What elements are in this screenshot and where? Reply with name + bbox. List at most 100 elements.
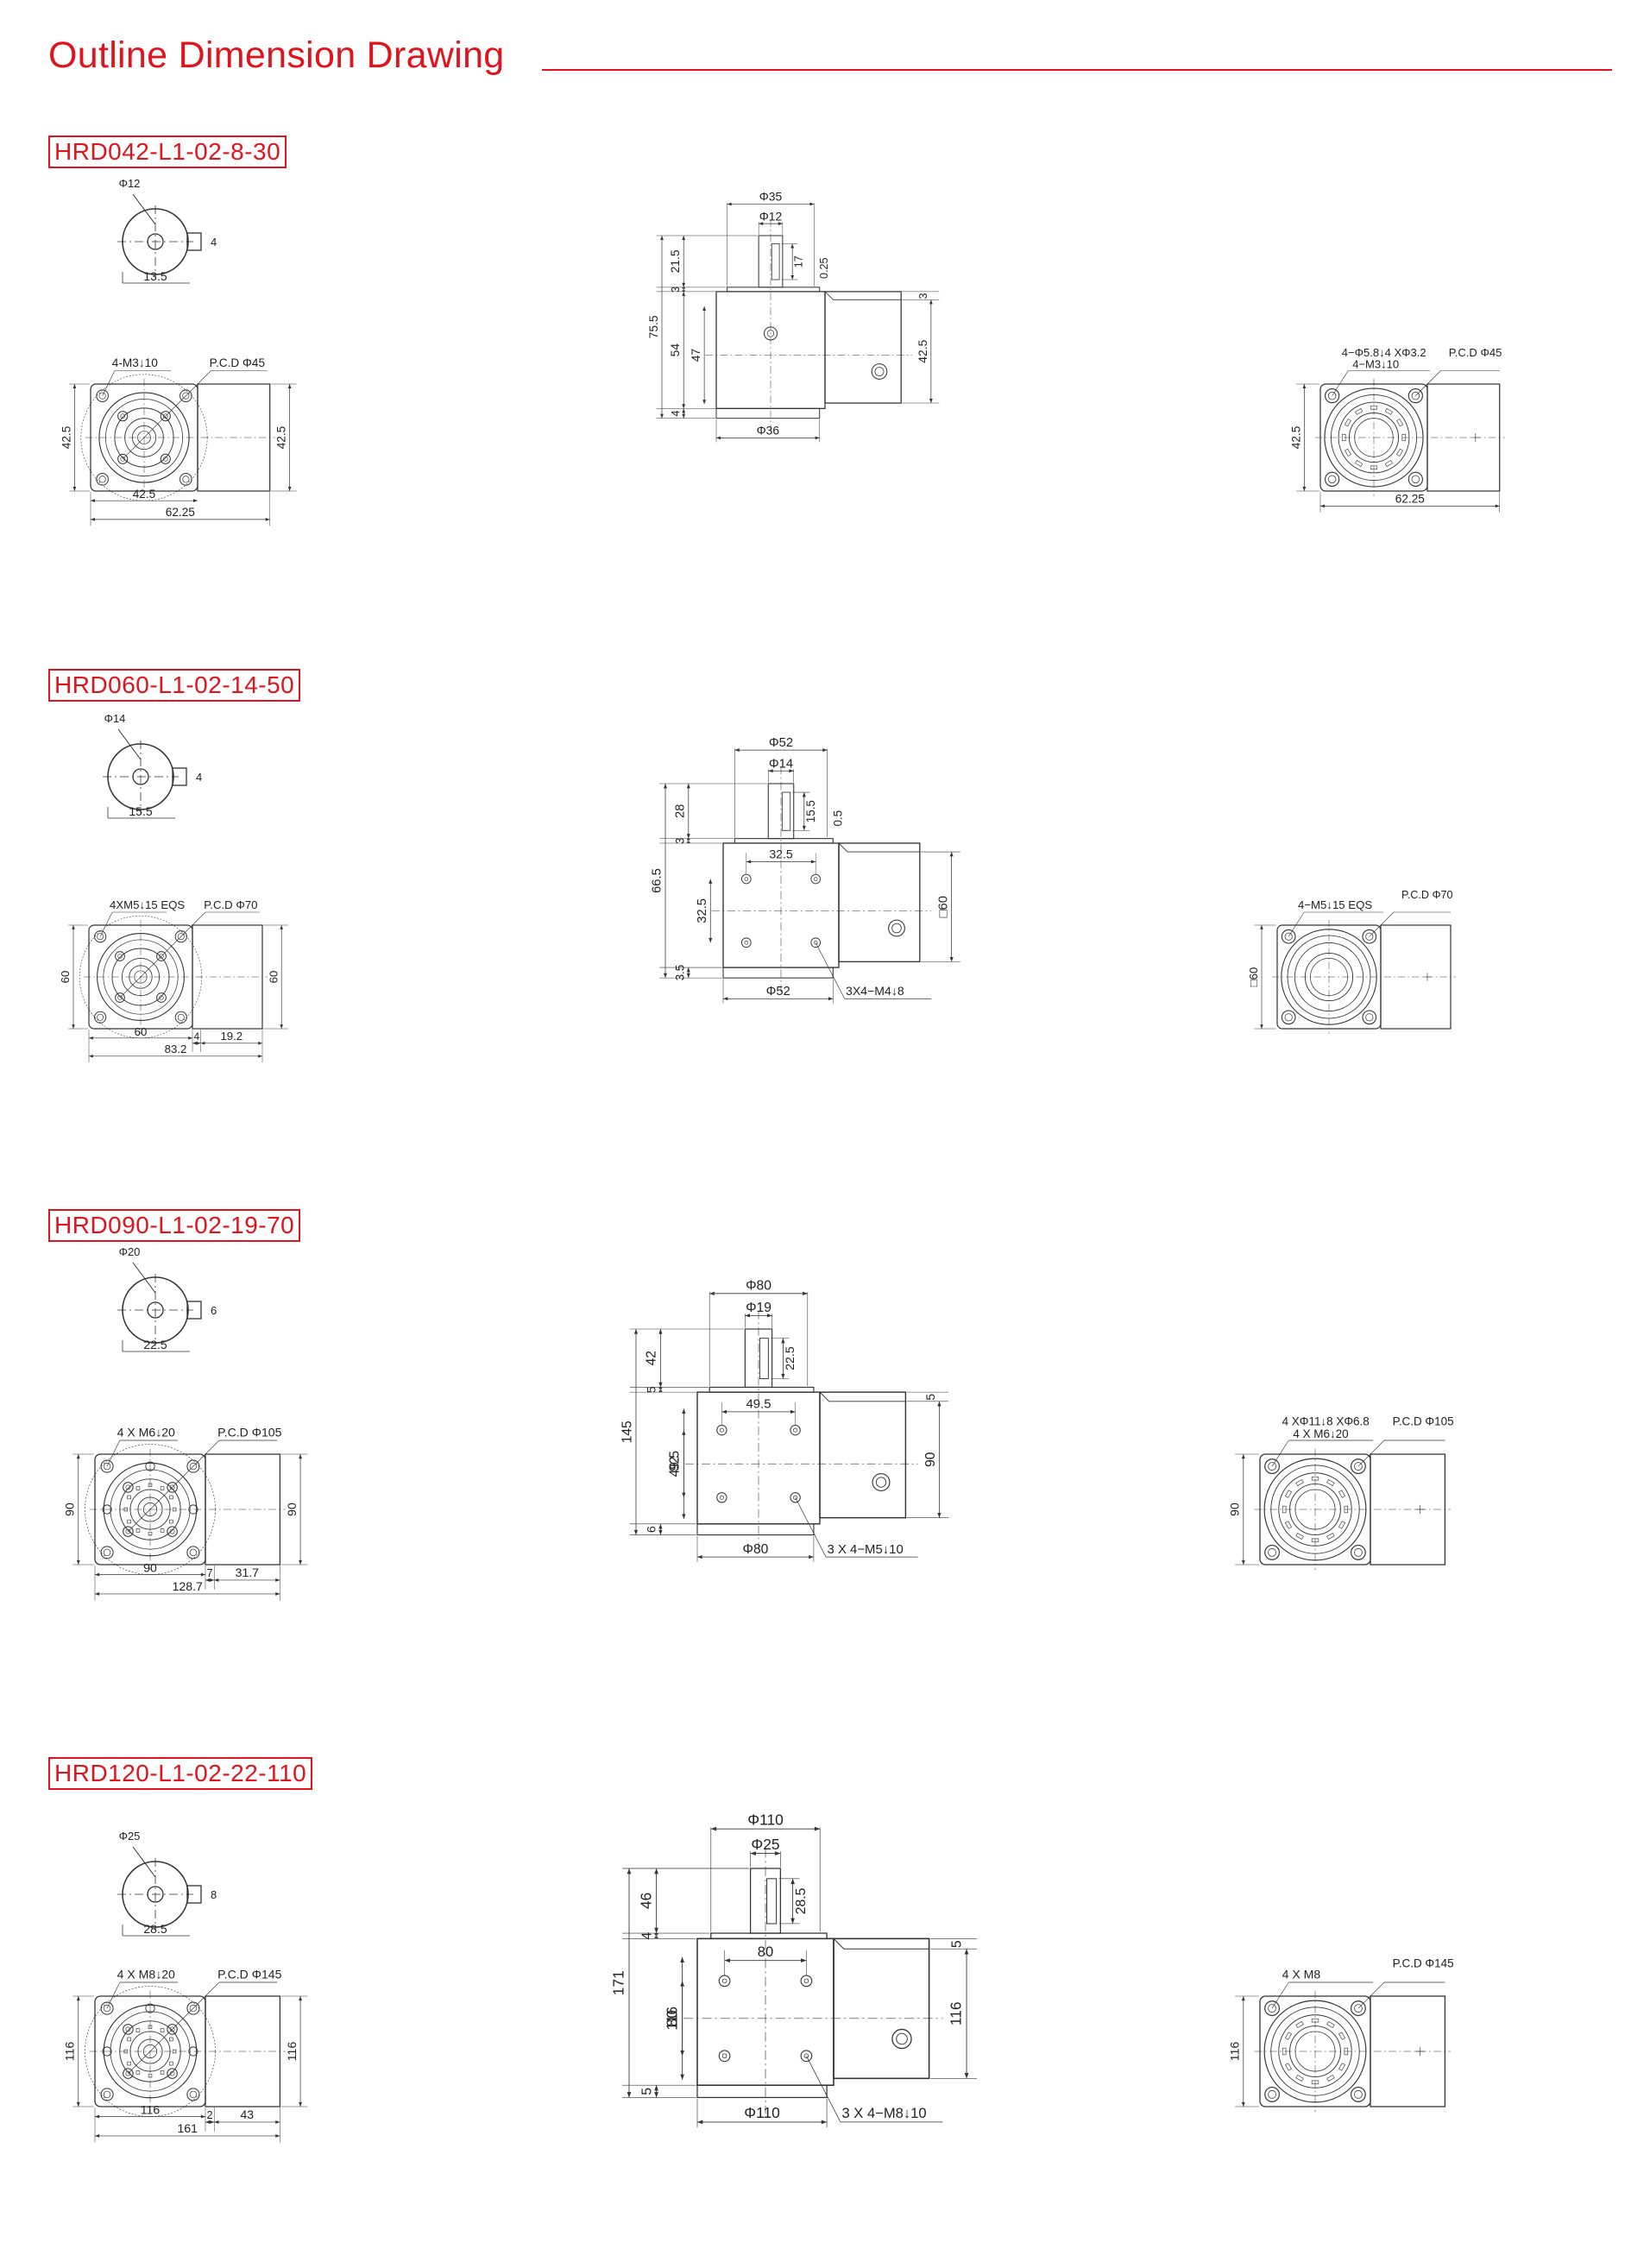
dimension-label: 145: [620, 1421, 634, 1443]
dimension-label: Φ14: [104, 712, 126, 725]
model-label-hrd090: HRD090-L1-02-19-70: [48, 1209, 301, 1242]
dimension-label: 4XM5↓15 EQS: [110, 898, 185, 911]
dimension-label: 4: [211, 236, 217, 249]
dimension-label: 15.5: [129, 804, 152, 818]
dimension-label: 90: [923, 1452, 938, 1467]
dimension-label: 171: [610, 1970, 627, 1995]
dimension-label: 4 X M8↓20: [117, 1968, 175, 1981]
dimension-label: 5: [924, 1394, 938, 1401]
dimension-label: Φ25: [119, 1830, 141, 1843]
dimension-label: 42.5: [916, 339, 929, 362]
dimension-label: Φ20: [119, 1245, 141, 1258]
dimension-label: 6: [211, 1304, 217, 1317]
model-label-hrd042: HRD042-L1-02-8-30: [48, 135, 287, 168]
dimension-label: Φ52: [766, 985, 790, 999]
dimension-label: 22.5: [143, 1338, 167, 1351]
dimension-label: 116: [141, 2102, 161, 2116]
dimension-label: □60: [936, 896, 950, 917]
dimension-label: 4 XΦ11↓8 XΦ6.8: [1282, 1415, 1370, 1428]
dimension-label: 116: [63, 2042, 77, 2062]
dimension-label: 3X4−M4↓8: [846, 984, 904, 998]
dimension-label: 47: [689, 349, 702, 362]
dimension-label: 13.5: [143, 269, 167, 283]
dimension-label: P.C.D Φ105: [217, 1426, 282, 1440]
dimension-label: Φ19: [746, 1301, 771, 1315]
dimension-label: 90: [63, 1503, 77, 1516]
dimension-label: 116: [1228, 2042, 1242, 2062]
dimension-label: 6: [646, 1526, 659, 1533]
dimension-label: 43: [240, 2107, 254, 2121]
model-label-hrd060: HRD060-L1-02-14-50: [48, 669, 301, 702]
dimension-label: 28.5: [794, 1887, 809, 1914]
dimension-label: 0.5: [831, 810, 844, 827]
dimension-label: 60: [267, 971, 280, 984]
dimension-label: 2: [207, 2108, 213, 2121]
dimension-label: □60: [1247, 967, 1260, 987]
dimension-label: 32.5: [696, 898, 709, 923]
dimension-label: 80: [663, 2010, 680, 2026]
dimension-label: P.C.D Φ70: [204, 898, 257, 911]
dimension-label: 60: [59, 971, 72, 984]
dimension-label: 5: [639, 2088, 654, 2095]
dimension-label: Φ12: [119, 177, 141, 190]
dimension-label: Φ110: [744, 2104, 780, 2121]
dimension-label: Φ80: [746, 1279, 771, 1294]
dimension-label: 28.5: [143, 1922, 167, 1936]
dimension-label: 5: [950, 1940, 965, 1948]
dimension-label: 15.5: [804, 800, 817, 822]
dimension-label: 17: [793, 255, 805, 268]
rear-view: 4 X M8 P.C.D Φ145 116: [1228, 1957, 1454, 2113]
dimension-label: 4: [193, 1030, 199, 1043]
dimension-label: 42.5: [133, 488, 156, 501]
dimension-label: 46: [637, 1893, 654, 1909]
dimension-label: 0.25: [818, 258, 830, 280]
dimension-label: 42.5: [1289, 426, 1302, 450]
dimension-label: 54: [668, 343, 682, 357]
front-view: 4 X M8↓20 P.C.D Φ145 116 116 116 2 43 161: [63, 1968, 308, 2143]
dimension-label: 116: [285, 2042, 299, 2062]
shaft-key-section: Φ20 6 22.5: [117, 1245, 217, 1352]
dimension-label: 49.5: [668, 1451, 683, 1477]
dimension-label: 161: [177, 2121, 198, 2135]
dimension-label: 66.5: [651, 868, 664, 893]
dimension-label: 32.5: [769, 847, 793, 860]
shaft-key-section: Φ25 8 28.5: [117, 1830, 217, 1937]
dimension-label: 90: [285, 1503, 299, 1516]
dimension-label: 31.7: [236, 1566, 260, 1579]
dimension-label: Φ80: [743, 1542, 769, 1557]
dimension-label: P.C.D Φ145: [217, 1968, 282, 1981]
dimension-label: 8: [211, 1888, 217, 1901]
dimension-label: 3 X 4−M8↓10: [841, 2105, 926, 2121]
dimension-label: 42.5: [275, 426, 288, 450]
dimension-label: 4 X M6↓20: [1293, 1427, 1348, 1440]
dimension-label: 4 X M8: [1282, 1968, 1321, 1981]
dimension-label: 42: [645, 1351, 659, 1365]
dimension-label: 4−M3↓10: [1352, 357, 1399, 370]
dimension-label: 60: [135, 1025, 148, 1038]
dimension-label: 4 X M6↓20: [117, 1426, 175, 1440]
shaft-key-section: Φ12 4 13.5: [117, 177, 217, 284]
dimension-label: 75.5: [646, 315, 660, 338]
dimension-label: 90: [1228, 1503, 1242, 1516]
dimension-label: 4−Φ5.8↓4 XΦ3.2: [1342, 346, 1426, 359]
dimension-label: 4: [196, 771, 202, 784]
dimension-label: 21.5: [668, 249, 682, 273]
dimension-label: Φ14: [769, 757, 793, 771]
dimension-label: P.C.D Φ145: [1393, 1957, 1454, 1970]
dimension-label: 3.5: [673, 965, 686, 981]
dimension-label: 128.7: [173, 1579, 203, 1593]
dimension-label: 19.2: [220, 1030, 242, 1043]
model-label-hrd120: HRD120-L1-02-22-110: [48, 1757, 313, 1790]
dimension-label: P.C.D Φ70: [1401, 889, 1453, 901]
dimension-label: Φ52: [769, 736, 793, 750]
dimension-label: 42.5: [60, 426, 72, 450]
dimension-label: 5: [646, 1386, 659, 1393]
